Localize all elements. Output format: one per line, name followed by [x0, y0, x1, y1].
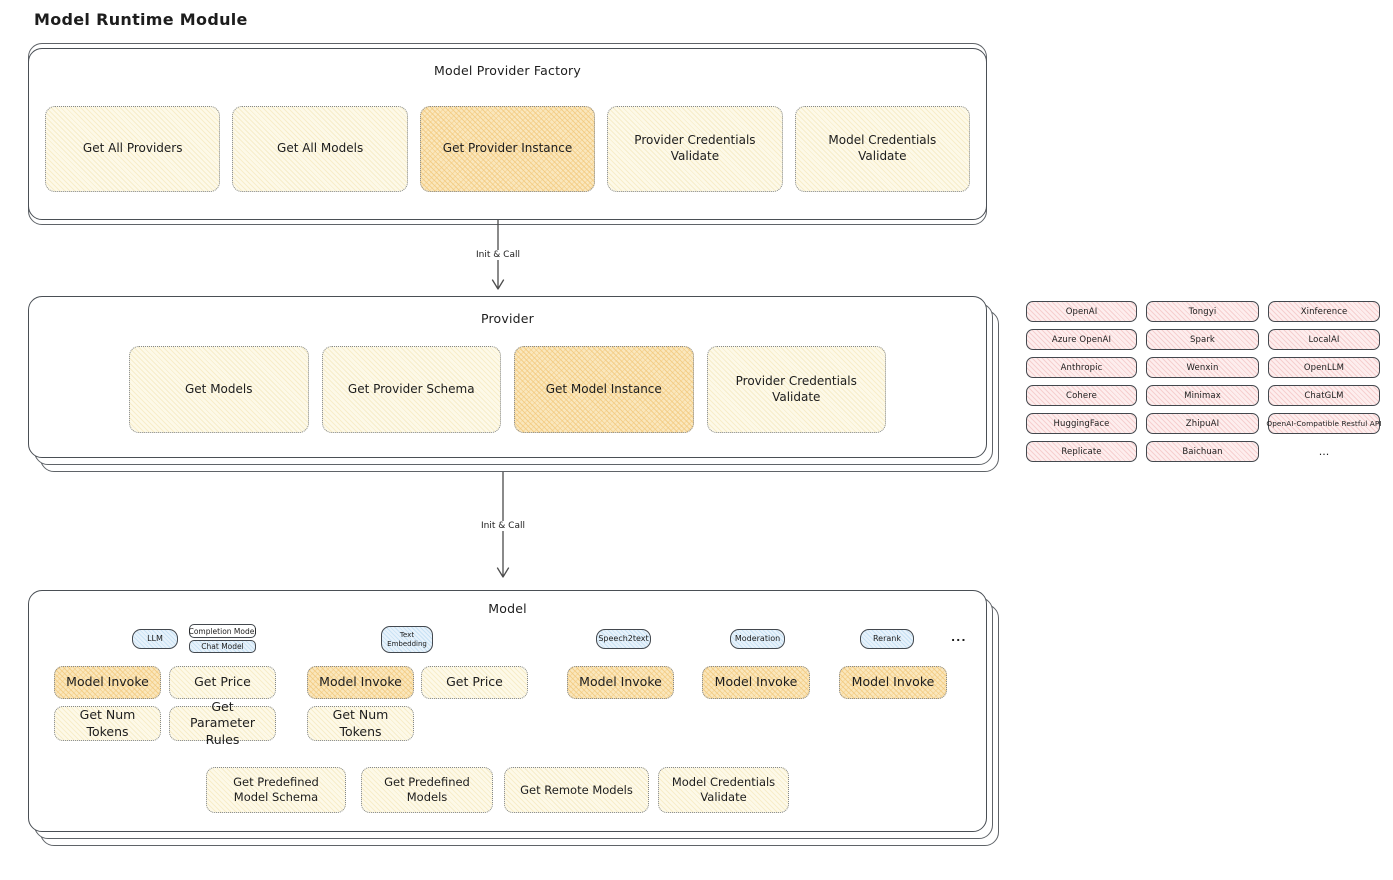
provider-cohere: Cohere — [1026, 385, 1137, 406]
llm-model-invoke: Model Invoke — [54, 666, 161, 699]
provider-anthropic: Anthropic — [1026, 357, 1137, 378]
provider-minimax: Minimax — [1146, 385, 1259, 406]
get-predefined-models: Get Predefined Models — [361, 767, 493, 813]
model-title: Model — [488, 601, 527, 616]
llm-get-num-tokens: Get Num Tokens — [54, 706, 161, 741]
provider-zhipuai: ZhipuAI — [1146, 413, 1259, 434]
diagram-title: Model Runtime Module — [34, 10, 248, 29]
arrow-label-init-call: Init & Call — [477, 521, 529, 531]
moderation-model-invoke: Model Invoke — [702, 666, 810, 699]
provider-item-get-models: Get Models — [129, 346, 309, 433]
provider-wenxin: Wenxin — [1146, 357, 1259, 378]
provider-item-get-model-instance: Get Model Instance — [514, 346, 694, 433]
provider-chatglm: ChatGLM — [1268, 385, 1380, 406]
factory-item-provider-credentials-validate: Provider Credentials Validate — [607, 106, 783, 192]
speech2text-model-invoke: Model Invoke — [567, 666, 674, 699]
provider-tongyi: Tongyi — [1146, 301, 1259, 322]
model-tags-more: ... — [951, 631, 967, 644]
provider-openai: OpenAI — [1026, 301, 1137, 322]
factory-item-get-provider-instance: Get Provider Instance — [419, 106, 596, 192]
provider-xinference: Xinference — [1268, 301, 1380, 322]
arrow-label-init-call: Init & Call — [472, 250, 524, 260]
provider-title: Provider — [480, 311, 535, 326]
tag-chat-model: Chat Model — [189, 640, 256, 653]
provider-openllm: OpenLLM — [1268, 357, 1380, 378]
provider-azure-openai: Azure OpenAI — [1026, 329, 1137, 350]
embedding-model-invoke: Model Invoke — [307, 666, 414, 699]
get-remote-models: Get Remote Models — [504, 767, 649, 813]
embedding-get-num-tokens: Get Num Tokens — [307, 706, 414, 741]
providers-more: ... — [1318, 445, 1330, 458]
get-predefined-model-schema: Get Predefined Model Schema — [206, 767, 346, 813]
provider-replicate: Replicate — [1026, 441, 1137, 462]
rerank-model-invoke: Model Invoke — [839, 666, 947, 699]
tag-moderation: Moderation — [730, 629, 785, 649]
model-box: Model LLM Completion Model Chat Model Te… — [28, 590, 987, 832]
factory-title: Model Provider Factory — [433, 63, 581, 78]
factory-item-model-credentials-validate: Model Credentials Validate — [794, 106, 971, 192]
tag-llm: LLM — [132, 629, 178, 649]
factory-box: Model Provider Factory Get All Providers… — [28, 48, 987, 220]
provider-localai: LocalAI — [1268, 329, 1380, 350]
provider-baichuan: Baichuan — [1146, 441, 1259, 462]
tag-rerank: Rerank — [860, 629, 914, 649]
tag-completion-model: Completion Model — [189, 624, 256, 638]
embedding-get-price: Get Price — [421, 666, 528, 699]
factory-item-get-all-models: Get All Models — [232, 106, 408, 192]
provider-huggingface: HuggingFace — [1026, 413, 1137, 434]
provider-openai-compatible-restful-api: OpenAI-Compatible Restful API — [1266, 413, 1382, 434]
llm-get-parameter-rules: Get Parameter Rules — [169, 699, 276, 747]
tag-speech2text: Speech2text — [596, 629, 651, 649]
provider-item-provider-credentials-validate: Provider Credentials Validate — [706, 346, 886, 433]
llm-get-price: Get Price — [169, 666, 276, 699]
factory-item-get-all-providers: Get All Providers — [45, 106, 221, 192]
provider-item-get-provider-schema: Get Provider Schema — [321, 346, 501, 433]
model-credentials-validate: Model Credentials Validate — [658, 767, 789, 813]
provider-spark: Spark — [1146, 329, 1259, 350]
tag-text-embedding: Text Embedding — [381, 626, 433, 653]
